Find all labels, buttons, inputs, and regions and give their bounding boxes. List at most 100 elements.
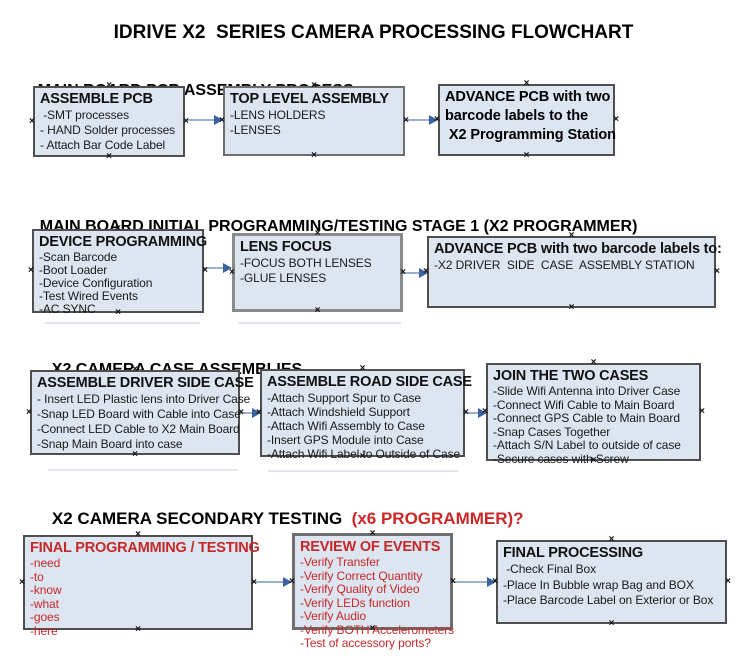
box-line: -Connect LED Cable to X2 Main Board	[37, 422, 240, 436]
arrow-line	[452, 581, 489, 583]
box-line: -Verify Quality of Video	[300, 582, 420, 596]
connector-arrow[interactable]	[464, 408, 487, 418]
flow-box-final-processing[interactable]: FINAL PROCESSING -Check Final Box-Place …	[492, 535, 731, 629]
connection-anchor-icon: ×	[590, 455, 597, 466]
arrow-line	[239, 412, 254, 414]
box-line: -know	[30, 583, 62, 597]
connection-anchor-icon: ×	[135, 529, 141, 540]
arrow-head-icon	[429, 115, 438, 125]
connection-anchor-icon: ×	[251, 576, 257, 588]
box-line: -goes	[30, 610, 60, 624]
box-line: -Attach Wifi Assembly to Case	[267, 419, 425, 433]
connector-arrow[interactable]	[452, 577, 496, 587]
connection-anchor-icon: ×	[359, 451, 366, 462]
lens-focus-title: LENS FOCUS	[240, 239, 332, 255]
arrow-line	[186, 119, 216, 121]
connection-anchor-icon: ×	[132, 449, 138, 460]
box-line: -Connect Wifi Cable to Main Board	[493, 397, 675, 412]
box-line: -need	[30, 556, 61, 570]
connection-anchor-icon: ×	[568, 230, 575, 241]
box-line: -Secure cases with Screw	[493, 451, 629, 466]
connection-anchor-icon: ×	[613, 114, 619, 125]
connection-anchor-icon: ×	[725, 576, 731, 587]
box-line: -Snap Cases Together	[493, 424, 611, 439]
arrow-head-icon	[419, 268, 428, 278]
section-heading-red-text: (x6 PROGRAMMER)?	[351, 509, 524, 528]
box-line: -Verify BOTH Accelerometers	[300, 622, 455, 637]
device-programming-title: DEVICE PROGRAMMING	[39, 234, 207, 250]
arrow-head-icon	[223, 263, 232, 273]
connection-anchor-icon: ×	[202, 265, 208, 276]
connection-anchor-icon: ×	[311, 150, 317, 161]
flow-box-review-of-events[interactable]: REVIEW OF EVENTS-Verify Transfer-Verify …	[289, 529, 456, 650]
box-line: -Scan Barcode	[39, 250, 118, 264]
arrow-head-icon	[252, 408, 261, 418]
box-line: -Attach Windshield Support	[267, 405, 410, 419]
box-line: -Attach S/N Label to outside of case	[493, 438, 681, 452]
connector-arrow[interactable]	[186, 115, 223, 125]
box-line: -LENS HOLDERS	[230, 108, 326, 122]
advance-pcb-to-case-assembly-station-title: ADVANCE PCB with two barcode labels to:	[434, 241, 722, 257]
artifact-line	[45, 322, 200, 324]
connection-anchor-icon: ×	[135, 624, 141, 635]
assemble-road-side-case-title: ASSEMBLE ROAD SIDE CASE	[267, 374, 472, 390]
page-title: IDRIVE X2 SERIES CAMERA PROCESSING FLOWC…	[113, 22, 634, 43]
connection-anchor-icon: ×	[106, 80, 112, 91]
connection-anchor-icon: ×	[28, 265, 34, 276]
flow-box-join-the-two-cases[interactable]: JOIN THE TWO CASES-Slide Wifi Antenna in…	[482, 358, 705, 466]
flow-box-assemble-pcb[interactable]: ASSEMBLE PCB -SMT processes- HAND Solder…	[29, 81, 189, 162]
connector-arrow[interactable]	[404, 115, 438, 125]
arrow-line	[464, 412, 480, 414]
arrow-head-icon	[283, 577, 292, 587]
connection-anchor-icon: ×	[403, 115, 409, 126]
connection-anchor-icon: ×	[115, 223, 121, 234]
flow-box-top-level-assembly[interactable]: TOP LEVEL ASSEMBLY-LENS HOLDERS-LENSES××…	[219, 81, 409, 161]
connection-anchor-icon: ×	[115, 307, 121, 318]
arrow-line	[203, 267, 225, 269]
connection-anchor-icon: ×	[106, 151, 112, 162]
connection-anchor-icon: ×	[699, 406, 705, 417]
box-line: -FOCUS BOTH LENSES	[240, 256, 372, 270]
box-line: -Connect GPS Cable to Main Board	[493, 411, 680, 425]
box-line: -AC SYNC	[39, 302, 96, 316]
flow-box-advance-pcb-to-case-assembly-station[interactable]: ADVANCE PCB with two barcode labels to:-…	[423, 231, 722, 313]
connector-arrow[interactable]	[252, 577, 292, 587]
connection-anchor-icon: ×	[26, 406, 32, 418]
section-heading-text: X2 CAMERA SECONDARY TESTING	[51, 509, 352, 528]
assemble-driver-side-case-title: ASSEMBLE DRIVER SIDE CASE	[37, 375, 254, 391]
box-line: -Place Barcode Label on Exterior or Box	[503, 593, 714, 607]
connector-arrow[interactable]	[203, 263, 232, 273]
connector-arrow[interactable]	[239, 408, 261, 418]
connection-anchor-icon: ×	[714, 266, 720, 277]
box-line: -Insert GPS Module into Case	[267, 433, 424, 447]
final-processing-title: FINAL PROCESSING	[503, 545, 643, 561]
box-line: -X2 DRIVER SIDE CASE ASSEMBLY STATION	[434, 258, 695, 272]
connection-anchor-icon: ×	[314, 305, 321, 316]
box-line: - Attach Bar Code Label	[40, 138, 166, 152]
flow-box-final-programming-testing[interactable]: FINAL PROGRAMMING / TESTING-need-to-know…	[19, 530, 260, 638]
connection-anchor-icon: ×	[492, 576, 498, 587]
arrow-line	[402, 272, 421, 274]
connection-anchor-icon: ×	[523, 150, 530, 161]
assemble-pcb-title: ASSEMBLE PCB	[40, 91, 153, 107]
box-line: -LENSES	[230, 123, 281, 137]
connection-anchor-icon: ×	[463, 407, 469, 418]
connector-arrow[interactable]	[402, 268, 428, 278]
box-line: -to	[30, 569, 44, 584]
box-line: -here	[30, 623, 58, 638]
box-line: ADVANCE PCB with two	[445, 89, 611, 105]
flow-box-assemble-driver-side-case[interactable]: ASSEMBLE DRIVER SIDE CASE- Insert LED Pl…	[26, 365, 254, 460]
box-line: -Place In Bubble wrap Bag and BOX	[503, 577, 694, 592]
flow-box-device-programming[interactable]: DEVICE PROGRAMMING-Scan Barcode-Boot Loa…	[28, 224, 208, 318]
connection-anchor-icon: ×	[523, 78, 530, 89]
flow-box-assemble-road-side-case[interactable]: ASSEMBLE ROAD SIDE CASE-Attach Support S…	[256, 364, 472, 462]
connection-anchor-icon: ×	[229, 266, 235, 278]
connection-anchor-icon: ×	[183, 115, 189, 127]
box-line: -Check Final Box	[503, 562, 596, 576]
box-line: -what	[30, 596, 59, 611]
box-line: - Insert LED Plastic lens into Driver Ca…	[37, 392, 251, 406]
flow-box-lens-focus[interactable]: LENS FOCUS-FOCUS BOTH LENSES-GLUE LENSES…	[229, 229, 406, 316]
arrow-line	[252, 581, 285, 583]
